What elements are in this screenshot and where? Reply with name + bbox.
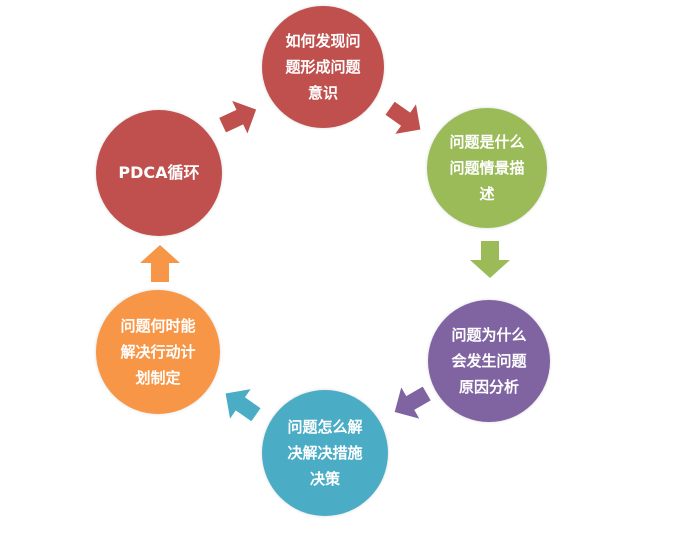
arrow-shape xyxy=(140,245,180,282)
arrow-shape xyxy=(385,101,421,134)
arrow-plan-to-pdca xyxy=(140,245,180,282)
arrow-shape xyxy=(219,100,257,134)
node-pdca-cycle-label: PDCA循环 xyxy=(118,163,200,182)
node-action-plan: 问题何时能 解决行动计 划制定 xyxy=(96,290,220,414)
node-discover-problem: 如何发现问 题形成问题 意识 xyxy=(262,6,384,128)
arrow-cause-to-solve xyxy=(394,386,431,419)
arrow-shape xyxy=(470,241,510,278)
node-action-plan-label: 问题何时能 解决行动计 划制定 xyxy=(120,317,196,387)
node-discover-problem-label: 如何发现问 题形成问题 意识 xyxy=(285,32,361,102)
node-describe-problem: 问题是什么 问题情景描 述 xyxy=(427,108,547,228)
node-cause-analysis: 问题为什么 会发生问题 原因分析 xyxy=(428,300,550,422)
node-solution-decision: 问题怎么解 决解决措施 决策 xyxy=(262,390,388,516)
node-pdca-cycle: PDCA循环 xyxy=(96,110,222,236)
node-cause-analysis-label: 问题为什么 会发生问题 原因分析 xyxy=(451,326,527,396)
arrow-describe-to-cause xyxy=(470,241,510,278)
arrow-pdca-to-discover xyxy=(219,100,257,134)
arrow-shape xyxy=(225,389,261,422)
arrow-solve-to-plan xyxy=(225,389,261,422)
arrow-discover-to-describe xyxy=(385,101,421,134)
node-describe-problem-label: 问题是什么 问题情景描 述 xyxy=(449,133,525,203)
node-solution-decision-label: 问题怎么解 决解决措施 决策 xyxy=(287,418,363,488)
arrow-shape xyxy=(394,386,431,419)
